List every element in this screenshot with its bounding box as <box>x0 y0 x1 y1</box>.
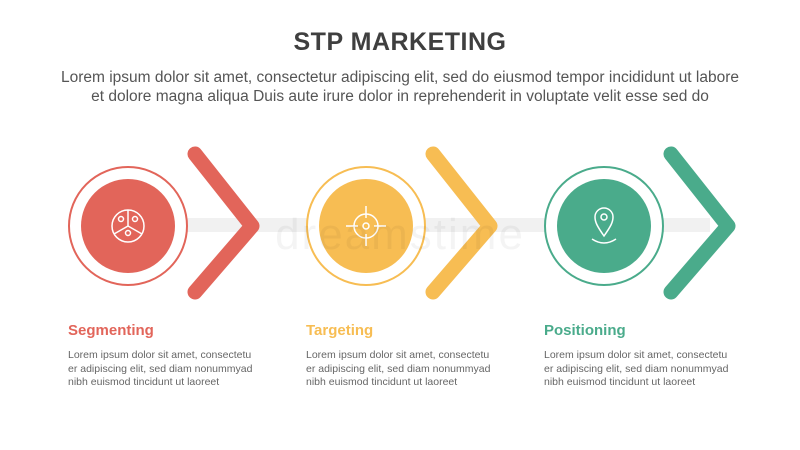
step-1-node <box>68 146 260 300</box>
step-description: Lorem ipsum dolor sit amet, consectetu e… <box>306 349 491 388</box>
step-3-node <box>544 146 736 300</box>
location-pin-icon <box>591 207 617 244</box>
step-3-inner-circle <box>557 179 651 273</box>
step-title: Positioning <box>544 322 626 339</box>
step-description: Lorem ipsum dolor sit amet, consectetu e… <box>544 349 729 388</box>
stp-process-diagram <box>0 140 800 310</box>
page-title: STP MARKETING <box>293 28 507 56</box>
step-targeting: Targeting Lorem ipsum dolor sit amet, co… <box>306 322 506 390</box>
step-title: Segmenting <box>68 322 154 339</box>
step-2-inner-circle <box>319 179 413 273</box>
step-3-chevron <box>663 146 736 300</box>
step-segmenting: Segmenting Lorem ipsum dolor sit amet, c… <box>68 322 268 390</box>
segment-people-pie-icon <box>111 209 145 243</box>
step-2-node <box>306 146 498 300</box>
step-positioning: Positioning Lorem ipsum dolor sit amet, … <box>544 322 744 390</box>
watermark: dreamstime <box>0 210 800 260</box>
step-1-chevron <box>187 146 260 300</box>
step-2-chevron <box>425 146 498 300</box>
step-description: Lorem ipsum dolor sit amet, consectetu e… <box>68 349 253 388</box>
page-subtitle: Lorem ipsum dolor sit amet, consectetur … <box>60 69 740 105</box>
step-title: Targeting <box>306 322 374 339</box>
crosshair-target-icon <box>346 206 386 246</box>
